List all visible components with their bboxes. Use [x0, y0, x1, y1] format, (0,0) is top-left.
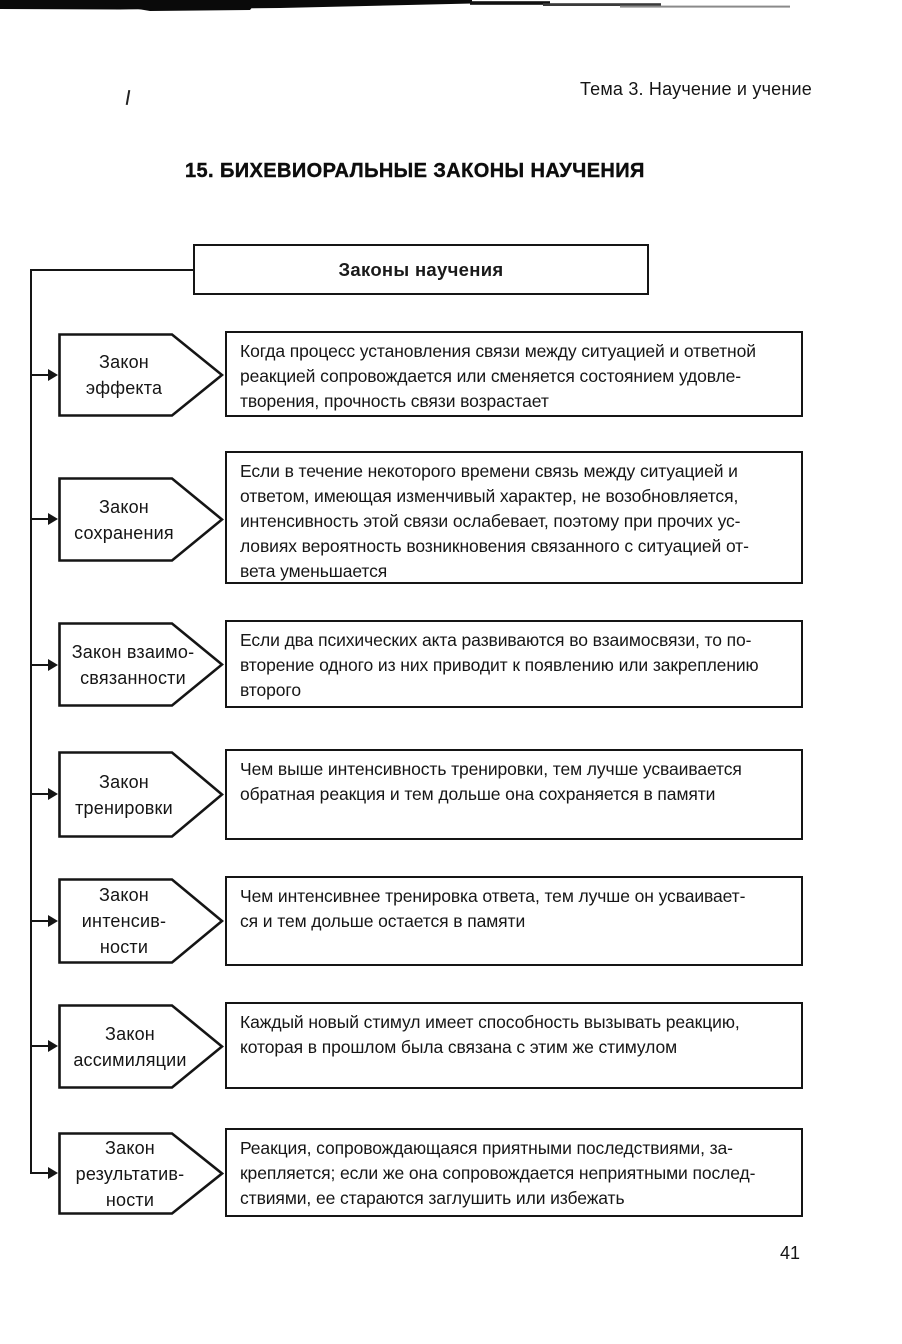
- section-title: 15. БИХЕВИОРАЛЬНЫЕ ЗАКОНЫ НАУЧЕНИЯ: [185, 160, 645, 182]
- law-node-label: Закон ассимиляции: [73, 1023, 187, 1070]
- law-node-label: Закон результатив- ности: [75, 1137, 185, 1210]
- connector-line-effectiveness: [30, 1172, 52, 1175]
- pentagon-shape: [58, 477, 224, 562]
- law-description-conservation: Если в течение некоторого времени связь …: [225, 451, 803, 584]
- connector-line-training: [30, 793, 52, 796]
- law-node-effect: Закон эффекта: [58, 333, 224, 417]
- law-node-label: Закон эффекта: [85, 352, 163, 398]
- pentagon-shape: [58, 333, 224, 417]
- law-description-assimilation: Каждый новый стимул имеет способность вы…: [225, 1002, 803, 1089]
- arrow-icon: [48, 915, 58, 927]
- pentagon-shape: [58, 1004, 224, 1089]
- scan-edge-artifact: [0, 0, 790, 11]
- law-node-interrelation: Закон взаимо- связанности: [58, 622, 224, 707]
- law-node-label: Закон взаимо- связанности: [71, 641, 195, 688]
- connector-line-interrelation: [30, 664, 52, 667]
- arrow-icon: [48, 1040, 58, 1052]
- arrow-icon: [48, 513, 58, 525]
- pentagon-shape: [58, 878, 224, 964]
- arrow-icon: [48, 659, 58, 671]
- connector-line-assimilation: [30, 1045, 52, 1048]
- pentagon-shape: [58, 1132, 224, 1215]
- law-node-conservation: Закон сохранения: [58, 477, 224, 562]
- scan-mark-artifact: [125, 89, 131, 106]
- pentagon-shape: [58, 751, 224, 838]
- law-node-label: Закон сохранения: [74, 496, 174, 543]
- diagram-root-node: Законы научения: [193, 244, 649, 295]
- page-number: 41: [779, 1243, 800, 1263]
- law-description-effectiveness: Реакция, сопровождающаяся приятными посл…: [225, 1128, 803, 1217]
- pentagon-shape: [58, 622, 224, 707]
- law-node-effectiveness: Закон результатив- ности: [58, 1132, 224, 1215]
- running-header: Тема 3. Научение и учение: [579, 79, 812, 99]
- law-description-effect: Когда процесс установления связи между с…: [225, 331, 803, 417]
- law-description-interrelation: Если два психических акта развиваются во…: [225, 620, 803, 708]
- law-node-label: Закон интенсив- ности: [81, 885, 167, 957]
- arrow-icon: [48, 369, 58, 381]
- law-description-training: Чем выше интенсивность тренировки, тем л…: [225, 749, 803, 840]
- connector-line-conservation: [30, 518, 52, 521]
- law-description-intensity: Чем интенсивнее тренировка ответа, тем л…: [225, 876, 803, 966]
- law-node-training: Закон тренировки: [58, 751, 224, 838]
- law-node-label: Закон тренировки: [75, 771, 173, 818]
- arrow-icon: [48, 788, 58, 800]
- connector-line-effect: [30, 374, 52, 377]
- law-node-assimilation: Закон ассимиляции: [58, 1004, 224, 1089]
- arrow-icon: [48, 1167, 58, 1179]
- connector-line-intensity: [30, 920, 52, 923]
- connector-spine-vertical: [30, 269, 33, 1174]
- diagram-root-label: Законы научения: [338, 258, 504, 280]
- connector-root-horizontal: [30, 269, 193, 272]
- law-node-intensity: Закон интенсив- ности: [58, 878, 224, 964]
